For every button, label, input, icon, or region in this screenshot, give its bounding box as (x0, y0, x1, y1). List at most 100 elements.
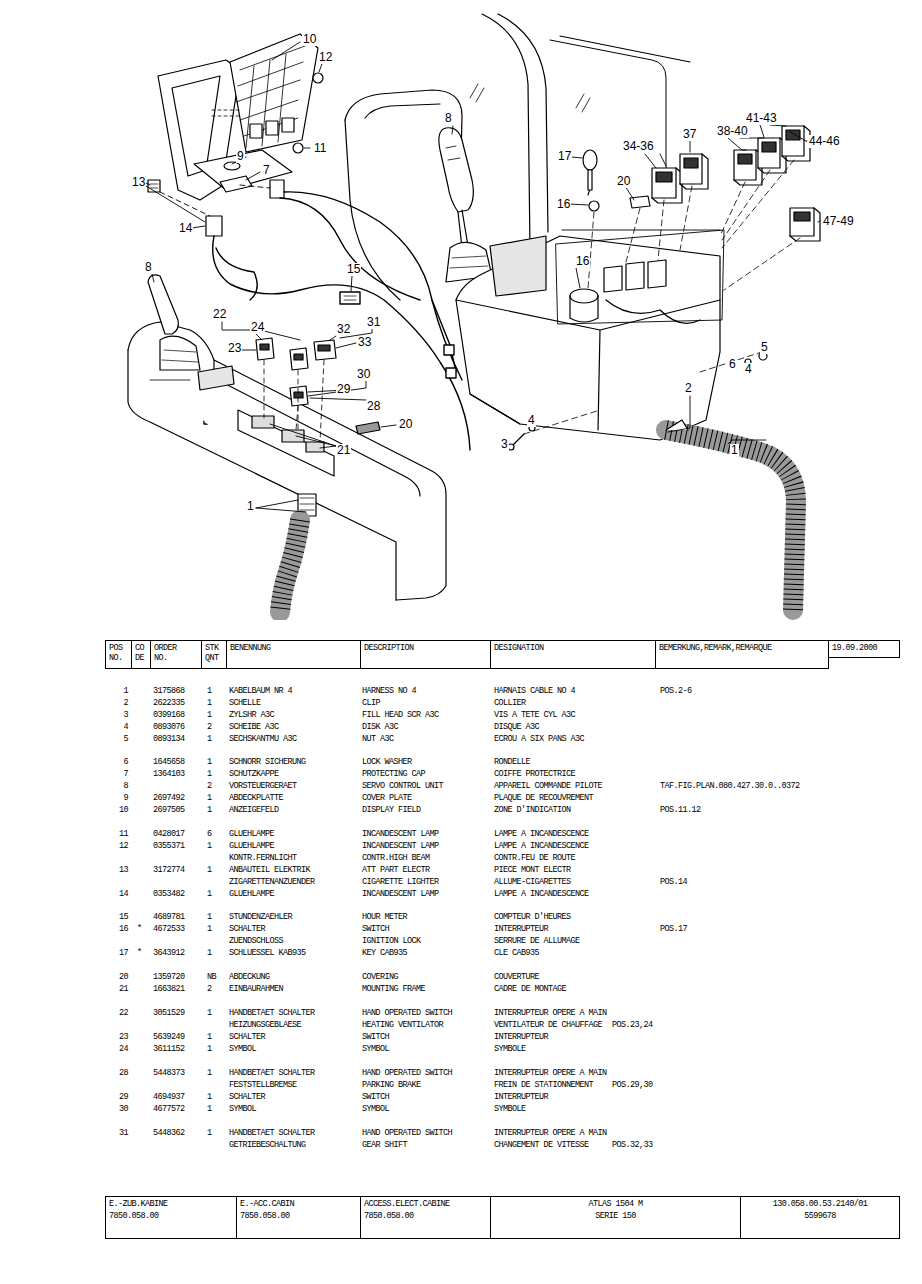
drawing-path (452, 126, 453, 134)
table-cell: MOUNTING FRAME (362, 984, 425, 994)
footer-cell: ACCESS.ELECT.CABINE7850.058.00 (360, 1196, 491, 1239)
table-cell: 0399168 (153, 710, 185, 720)
table-header-cell: CO DE (131, 640, 151, 669)
drawing-path (356, 422, 380, 434)
table-cell: HANDBETAET SCHALTER (229, 1128, 315, 1138)
callout-number: 12 (318, 51, 333, 64)
table-cell: NB (207, 972, 216, 982)
table-cell: 0428017 (153, 829, 185, 839)
table-cell: ZIGARETTENANZUENDER (229, 877, 315, 887)
cell-text: 5599678 (744, 1211, 896, 1221)
table-cell: 0893076 (153, 722, 185, 732)
drawing-path (351, 276, 352, 291)
drawing-path (222, 322, 300, 340)
drawing-path (314, 340, 336, 360)
callout-number: 11 (313, 142, 327, 155)
table-cell: SERVO CONTROL UNIT (362, 781, 443, 791)
table-cell: PROTECTING CAP (362, 769, 425, 779)
drawing-path (256, 334, 262, 340)
joystick-right (439, 128, 492, 282)
table-cell: GLUEHLAMPE (229, 829, 274, 839)
drawing-path (230, 34, 318, 152)
drawing-path (214, 360, 420, 496)
drawing-path (128, 350, 396, 600)
table-cell: COVERING (362, 972, 398, 982)
cell-text: 19.09.2000 (832, 643, 896, 653)
table-cell: 8 (123, 781, 128, 791)
exploded-illustration (0, 0, 922, 620)
drawing-path (550, 40, 666, 178)
table-header-cell: BENENNUNG (226, 640, 361, 669)
drawing-rect (250, 124, 262, 138)
cell-text: ACCESS.ELECT.CABINE (364, 1199, 487, 1209)
table-cell: CONTR.FEU DE ROUTE (494, 853, 575, 863)
drawing-path (236, 46, 305, 136)
table-cell: HEIZUNGSGEBLAESE (229, 1020, 301, 1030)
table-cell: 1 (123, 686, 128, 696)
table-cell: 14 (119, 889, 128, 899)
table-cell: 2 (207, 781, 212, 791)
cell-text: POS NO. (109, 643, 128, 663)
callout-number: 2 (684, 382, 693, 395)
drawing-path (512, 434, 524, 446)
callout-number: 5 (760, 341, 769, 354)
table-cell: 4694937 (153, 1092, 185, 1102)
drawing-rect (652, 168, 676, 198)
drawing-path (470, 84, 590, 112)
table-cell: 1364103 (153, 769, 185, 779)
drawing-path (264, 360, 324, 442)
drawing-path (216, 248, 257, 300)
table-cell: KONTR.FERNLICHT (229, 853, 297, 863)
callout-number: 17 (557, 150, 572, 163)
drawing-path (446, 146, 460, 160)
table-cell: 1 (207, 757, 212, 767)
table-cell: HARNESS NO 4 (362, 686, 416, 696)
callout-number: 41-43 (745, 112, 778, 125)
table-cell: LOCK WASHER (362, 757, 412, 767)
drawing-path (490, 236, 546, 296)
table-cell: 6 (207, 829, 212, 839)
table-cell: 20 (119, 972, 128, 982)
drawing-circle (313, 73, 323, 83)
table-cell: 7 (123, 769, 128, 779)
drawing-rect (270, 180, 284, 198)
table-cell: 2622335 (153, 698, 185, 708)
table-cell: 1 (207, 841, 212, 851)
drawing-path (290, 386, 308, 406)
table-cell: HAND OPERATED SWITCH (362, 1008, 452, 1018)
table-cell: 11 (119, 829, 128, 839)
table-cell: 3611152 (153, 1044, 185, 1054)
table-cell: ANZEIGEFELD (229, 805, 279, 815)
table-cell: COMPTEUR D'HEURES (494, 912, 571, 922)
table-cell: ABDECKPLATTE (229, 793, 283, 803)
table-cell: HEATING VENTILATOR (362, 1020, 443, 1030)
drawing-path (308, 380, 366, 396)
table-cell: HANDBETAET SCHALTER (229, 1008, 315, 1018)
drawing-rect (206, 216, 222, 236)
drawing-path (456, 300, 720, 430)
drawing-path (256, 338, 274, 360)
table-cell: ABDECKUNG (229, 972, 270, 982)
table-cell: 1 (207, 734, 212, 744)
drawing-path (246, 54, 286, 148)
table-cell: 1 (207, 710, 212, 720)
table-cell: 1 (207, 1068, 212, 1078)
table-cell: 2 (207, 722, 212, 732)
footer-cell: 130.058.00.53.2140/015599678 (740, 1196, 900, 1239)
table-cell: IGNITION LOCK (362, 936, 421, 946)
table-cell: ALLUME-CIGARETTES (494, 877, 571, 887)
table-cell: ANBAUTEIL ELEKTRIK (229, 865, 310, 875)
table-cell: HOUR METER (362, 912, 407, 922)
left-switches (256, 338, 336, 442)
drawing-path (439, 128, 473, 212)
table-cell: POS.32,33 (612, 1140, 653, 1150)
cell-text: ORDER NO. (154, 643, 184, 663)
drawing-rect (762, 142, 776, 152)
table-cell: DISK A3C (362, 722, 398, 732)
drawing-g (790, 208, 820, 241)
footer-cell: ATLAS 1504 MSERIE 150 (490, 1196, 741, 1239)
table-cell: 31 (119, 1128, 128, 1138)
drawing-rect (340, 292, 360, 304)
drawing-path (560, 36, 690, 62)
